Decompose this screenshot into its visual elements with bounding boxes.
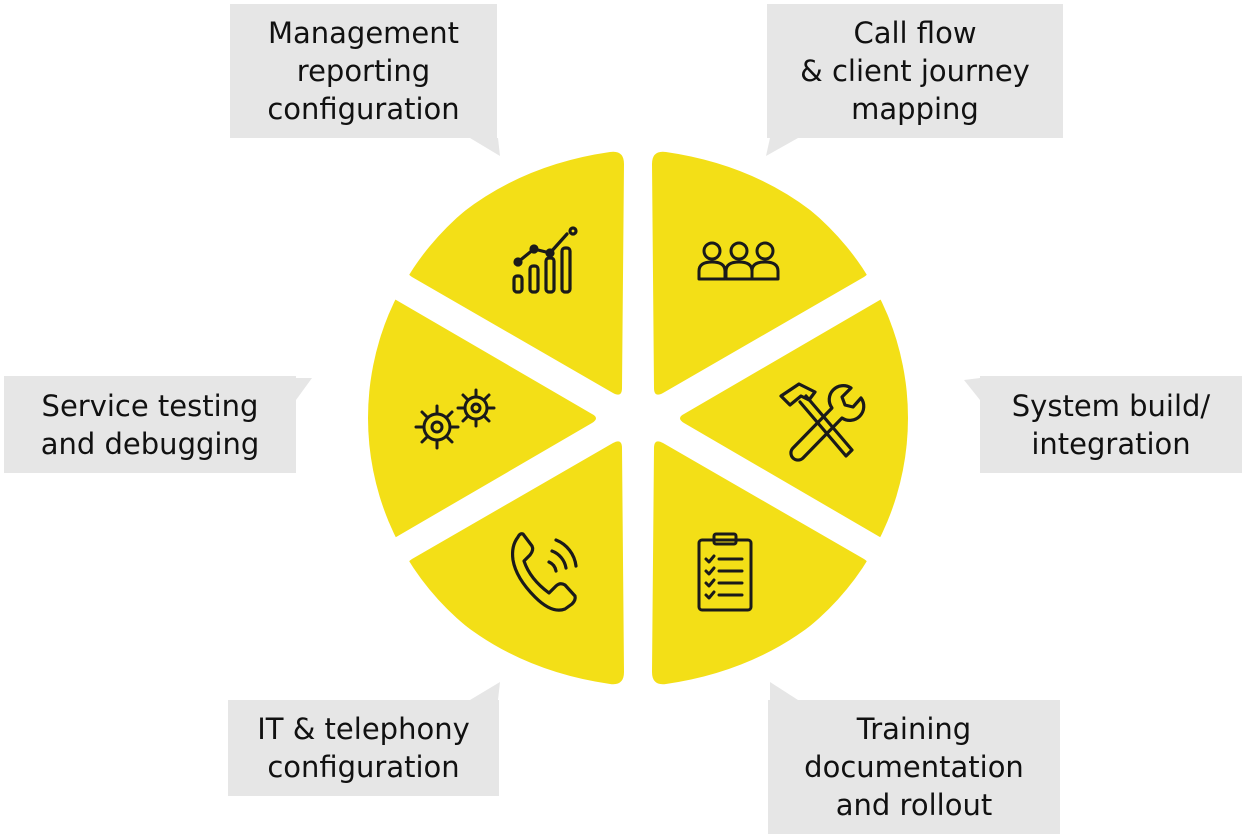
label-management: Management reporting configuration	[230, 4, 497, 138]
pointer-training	[770, 682, 798, 700]
pointer-telephony	[470, 682, 500, 700]
pointer-callflow	[766, 138, 798, 156]
chart-icon	[512, 226, 578, 294]
label-line: Service testing	[41, 388, 259, 423]
segment-management	[407, 151, 624, 395]
segment-system	[680, 295, 908, 542]
label-training: Training documentation and rollout	[768, 700, 1060, 834]
label-line: configuration	[267, 92, 460, 126]
segment-telephony	[407, 441, 624, 685]
label-line: IT & telephony	[257, 712, 470, 746]
phone-icon	[510, 532, 578, 612]
label-line: mapping	[851, 92, 979, 126]
pointer-management	[470, 138, 500, 156]
clipboard-icon	[697, 532, 753, 612]
label-line: Training	[856, 712, 972, 746]
label-callflow: Call flow & client journey mapping	[767, 4, 1063, 138]
label-line: System build/	[1011, 388, 1211, 423]
segment-training	[652, 441, 869, 685]
label-line: Call flow	[853, 16, 977, 50]
label-line: Management	[267, 16, 460, 50]
segment-callflow	[652, 151, 869, 395]
label-telephony: IT & telephony configuration	[228, 700, 499, 796]
label-testing: Service testing and debugging	[4, 376, 296, 473]
label-line: configuration	[267, 750, 460, 784]
tools-icon	[779, 382, 866, 462]
label-line: & client journey	[800, 54, 1030, 88]
label-line: and debugging	[40, 426, 260, 461]
label-line: documentation	[804, 750, 1024, 784]
pointer-system	[964, 378, 980, 400]
label-system: System build/ integration	[980, 376, 1242, 473]
label-line: integration	[1031, 426, 1191, 461]
team-icon	[697, 241, 780, 281]
label-line: reporting	[296, 54, 431, 88]
label-line: and rollout	[835, 788, 993, 822]
gears-icon	[414, 388, 496, 450]
